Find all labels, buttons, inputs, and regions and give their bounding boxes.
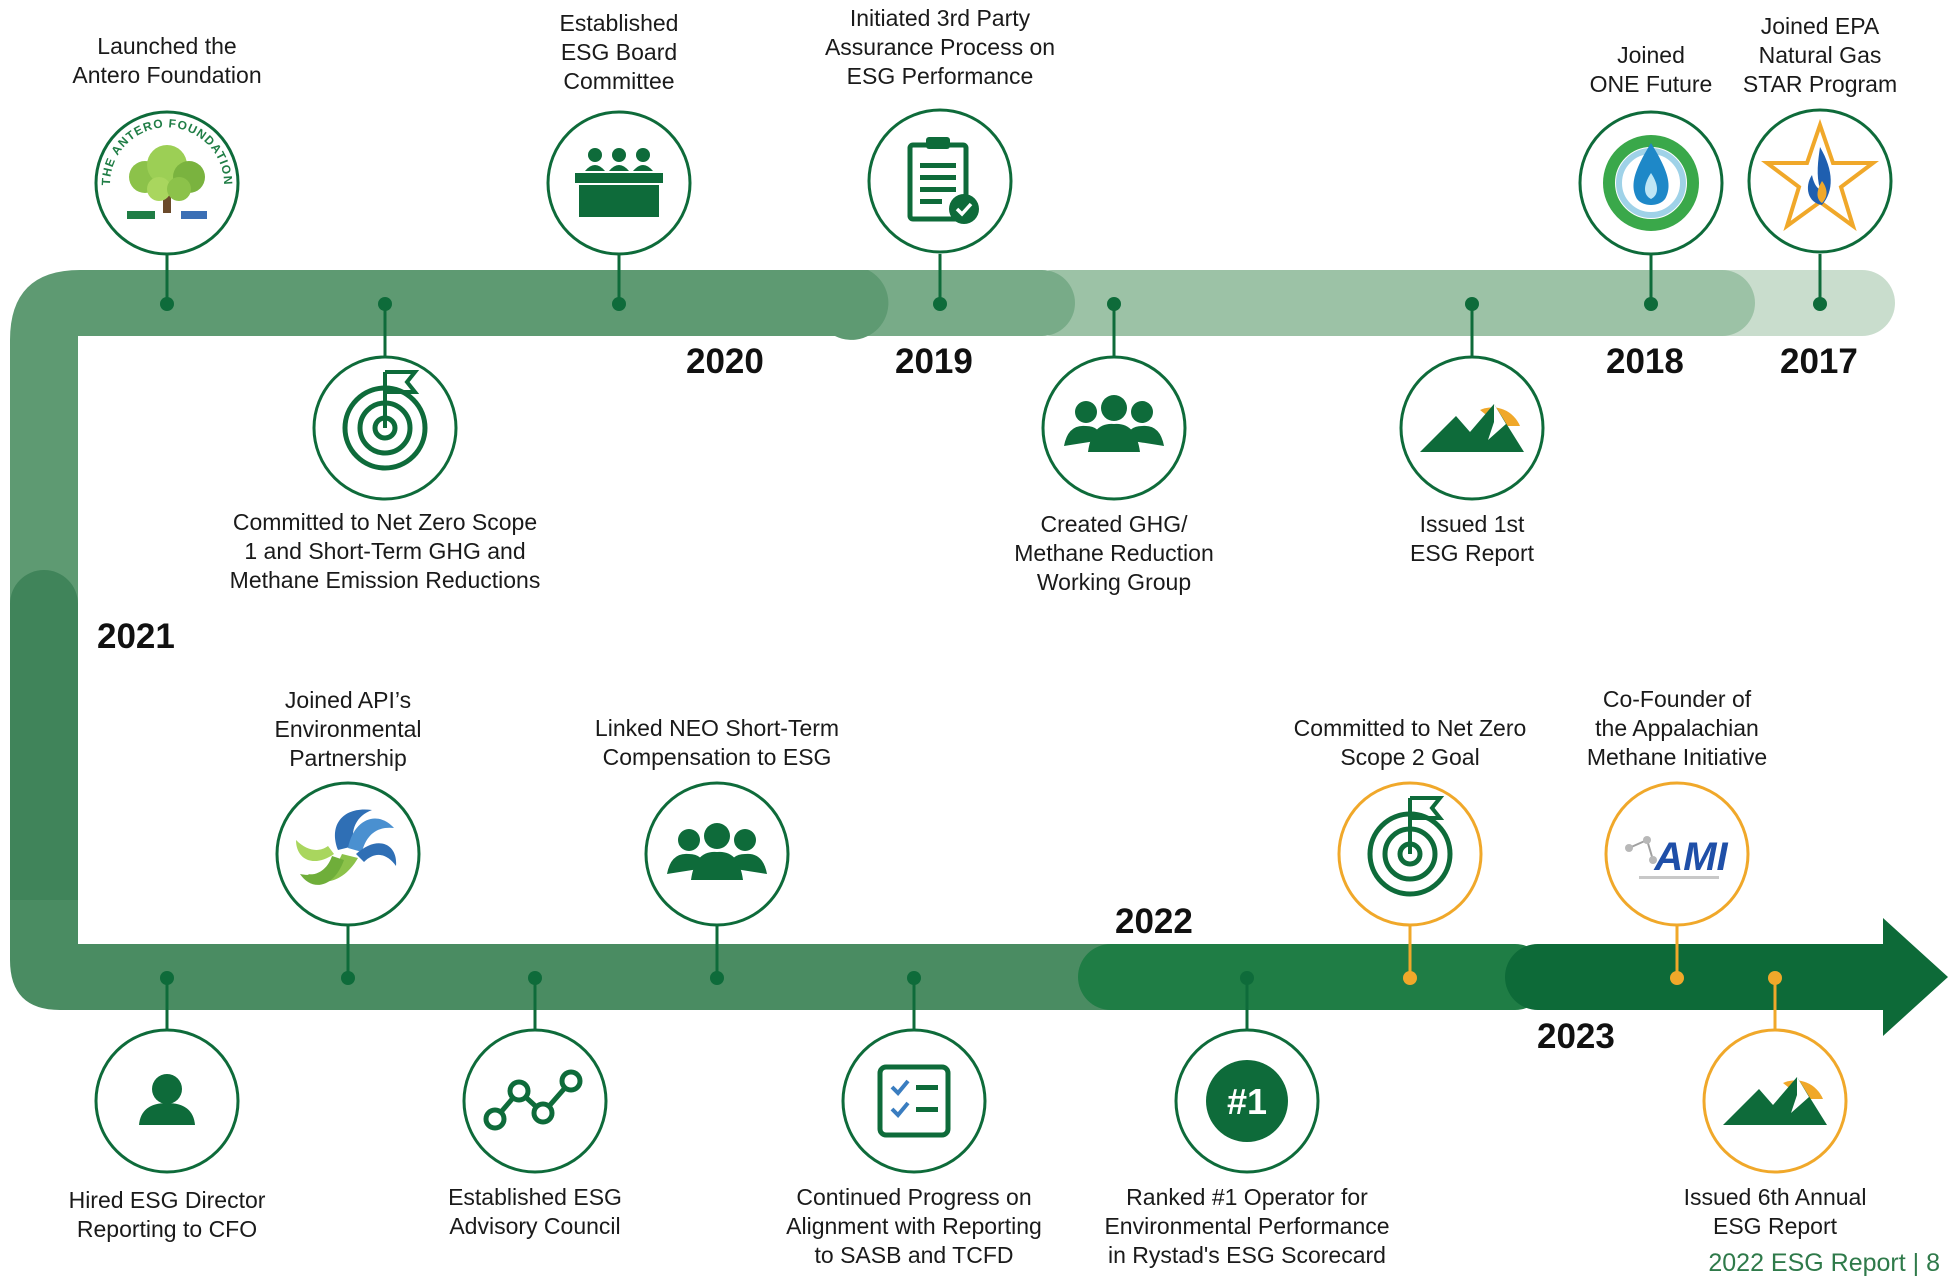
sixth-report-mountain-icon <box>1702 1028 1848 1174</box>
ami-logo-text: AMI <box>1653 835 1728 879</box>
mountain-sun-icon <box>1399 355 1545 501</box>
ami-logo-icon: AMI <box>1604 781 1750 927</box>
timeline-band <box>10 270 1948 1036</box>
milestone-rystad-rank: Ranked #1 Operator for Environmental Per… <box>1104 1184 1390 1268</box>
antero-foundation-logo-icon: THE ANTERO FOUNDATION <box>94 110 240 256</box>
year-2022: 2022 <box>1115 902 1193 941</box>
milestone-natural-gas-star: Joined EPA Natural Gas STAR Program <box>1742 13 1898 97</box>
neo-compensation-people-icon <box>644 781 790 927</box>
milestone-board-committee: Established ESG Board Committee <box>559 10 679 94</box>
net-zero-scope2-target-icon <box>1337 781 1483 927</box>
natural-gas-star-logo-icon <box>1747 108 1893 254</box>
line-chart-icon <box>462 1028 608 1174</box>
milestone-advisory-council: Established ESG Advisory Council <box>448 1184 622 1239</box>
milestone-sixth-report: Issued 6th Annual ESG Report <box>1683 1184 1867 1239</box>
milestone-ami-founder: Co-Founder of the Appalachian Methane In… <box>1586 686 1768 770</box>
milestone-first-report: Issued 1st ESG Report <box>1410 511 1534 566</box>
one-future-logo-icon <box>1578 110 1724 256</box>
board-committee-icon <box>546 110 692 256</box>
milestone-net-zero-scope1: Committed to Net Zero Scope 1 and Short-… <box>229 509 541 593</box>
milestone-neo-compensation: Linked NEO Short-Term Compensation to ES… <box>594 715 840 770</box>
milestone-esg-director: Hired ESG Director Reporting to CFO <box>68 1187 266 1242</box>
rank-badge-icon: #1 <box>1174 1028 1320 1174</box>
year-2021: 2021 <box>97 617 175 656</box>
checklist-icon <box>841 1028 987 1174</box>
clipboard-check-icon <box>867 108 1013 254</box>
api-partnership-logo-icon <box>275 781 421 927</box>
rank-badge-text: #1 <box>1227 1081 1267 1122</box>
milestone-ghg-working-group: Created GHG/ Methane Reduction Working G… <box>1014 511 1214 595</box>
milestone-sasb-tcfd: Continued Progress on Alignment with Rep… <box>786 1184 1042 1268</box>
year-2023: 2023 <box>1537 1017 1615 1056</box>
milestone-net-zero-scope2: Committed to Net Zero Scope 2 Goal <box>1293 715 1527 770</box>
milestone-connectors <box>160 245 1827 1030</box>
person-icon <box>94 1028 240 1174</box>
year-2017: 2017 <box>1780 342 1858 381</box>
year-2018: 2018 <box>1606 342 1684 381</box>
page-footer: 2022 ESG Report | 8 <box>1708 1249 1940 1277</box>
year-2020: 2020 <box>686 342 764 381</box>
working-group-people-icon <box>1041 355 1187 501</box>
target-flag-icon <box>312 355 458 501</box>
milestone-assurance: Initiated 3rd Party Assurance Process on… <box>824 5 1056 89</box>
milestone-api-partnership: Joined API’s Environmental Partnership <box>274 687 422 771</box>
milestone-antero-foundation: Launched the Antero Foundation <box>72 33 262 88</box>
milestone-one-future: Joined ONE Future <box>1589 42 1713 97</box>
year-2019: 2019 <box>895 342 973 381</box>
